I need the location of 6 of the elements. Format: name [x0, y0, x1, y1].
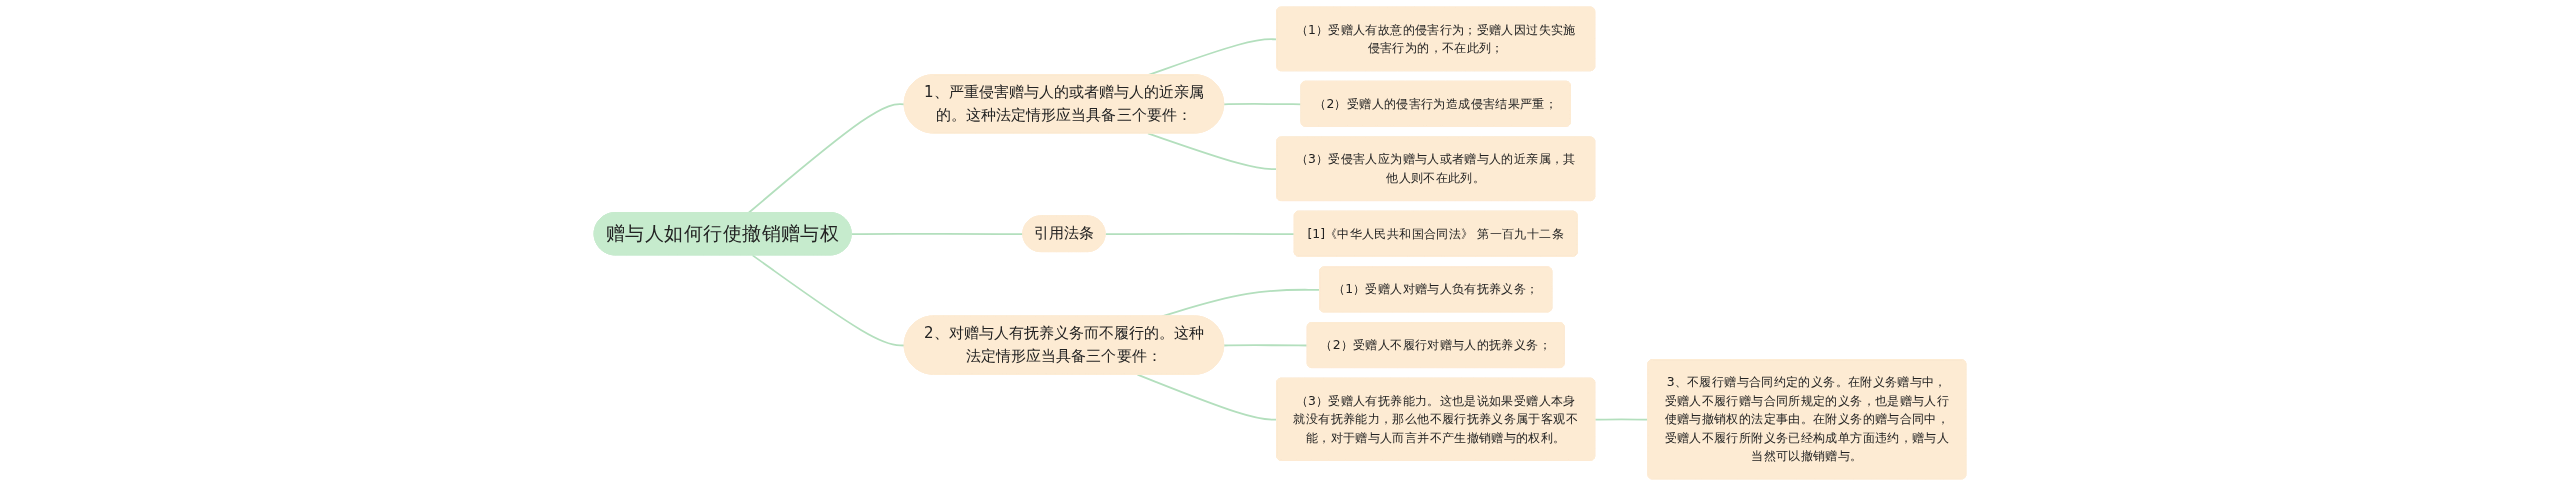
- connector: [1147, 132, 1278, 171]
- connector: [1223, 344, 1309, 347]
- connector: [1136, 373, 1278, 421]
- connector: [751, 254, 906, 347]
- connector: [1104, 233, 1296, 236]
- connector: [747, 103, 906, 214]
